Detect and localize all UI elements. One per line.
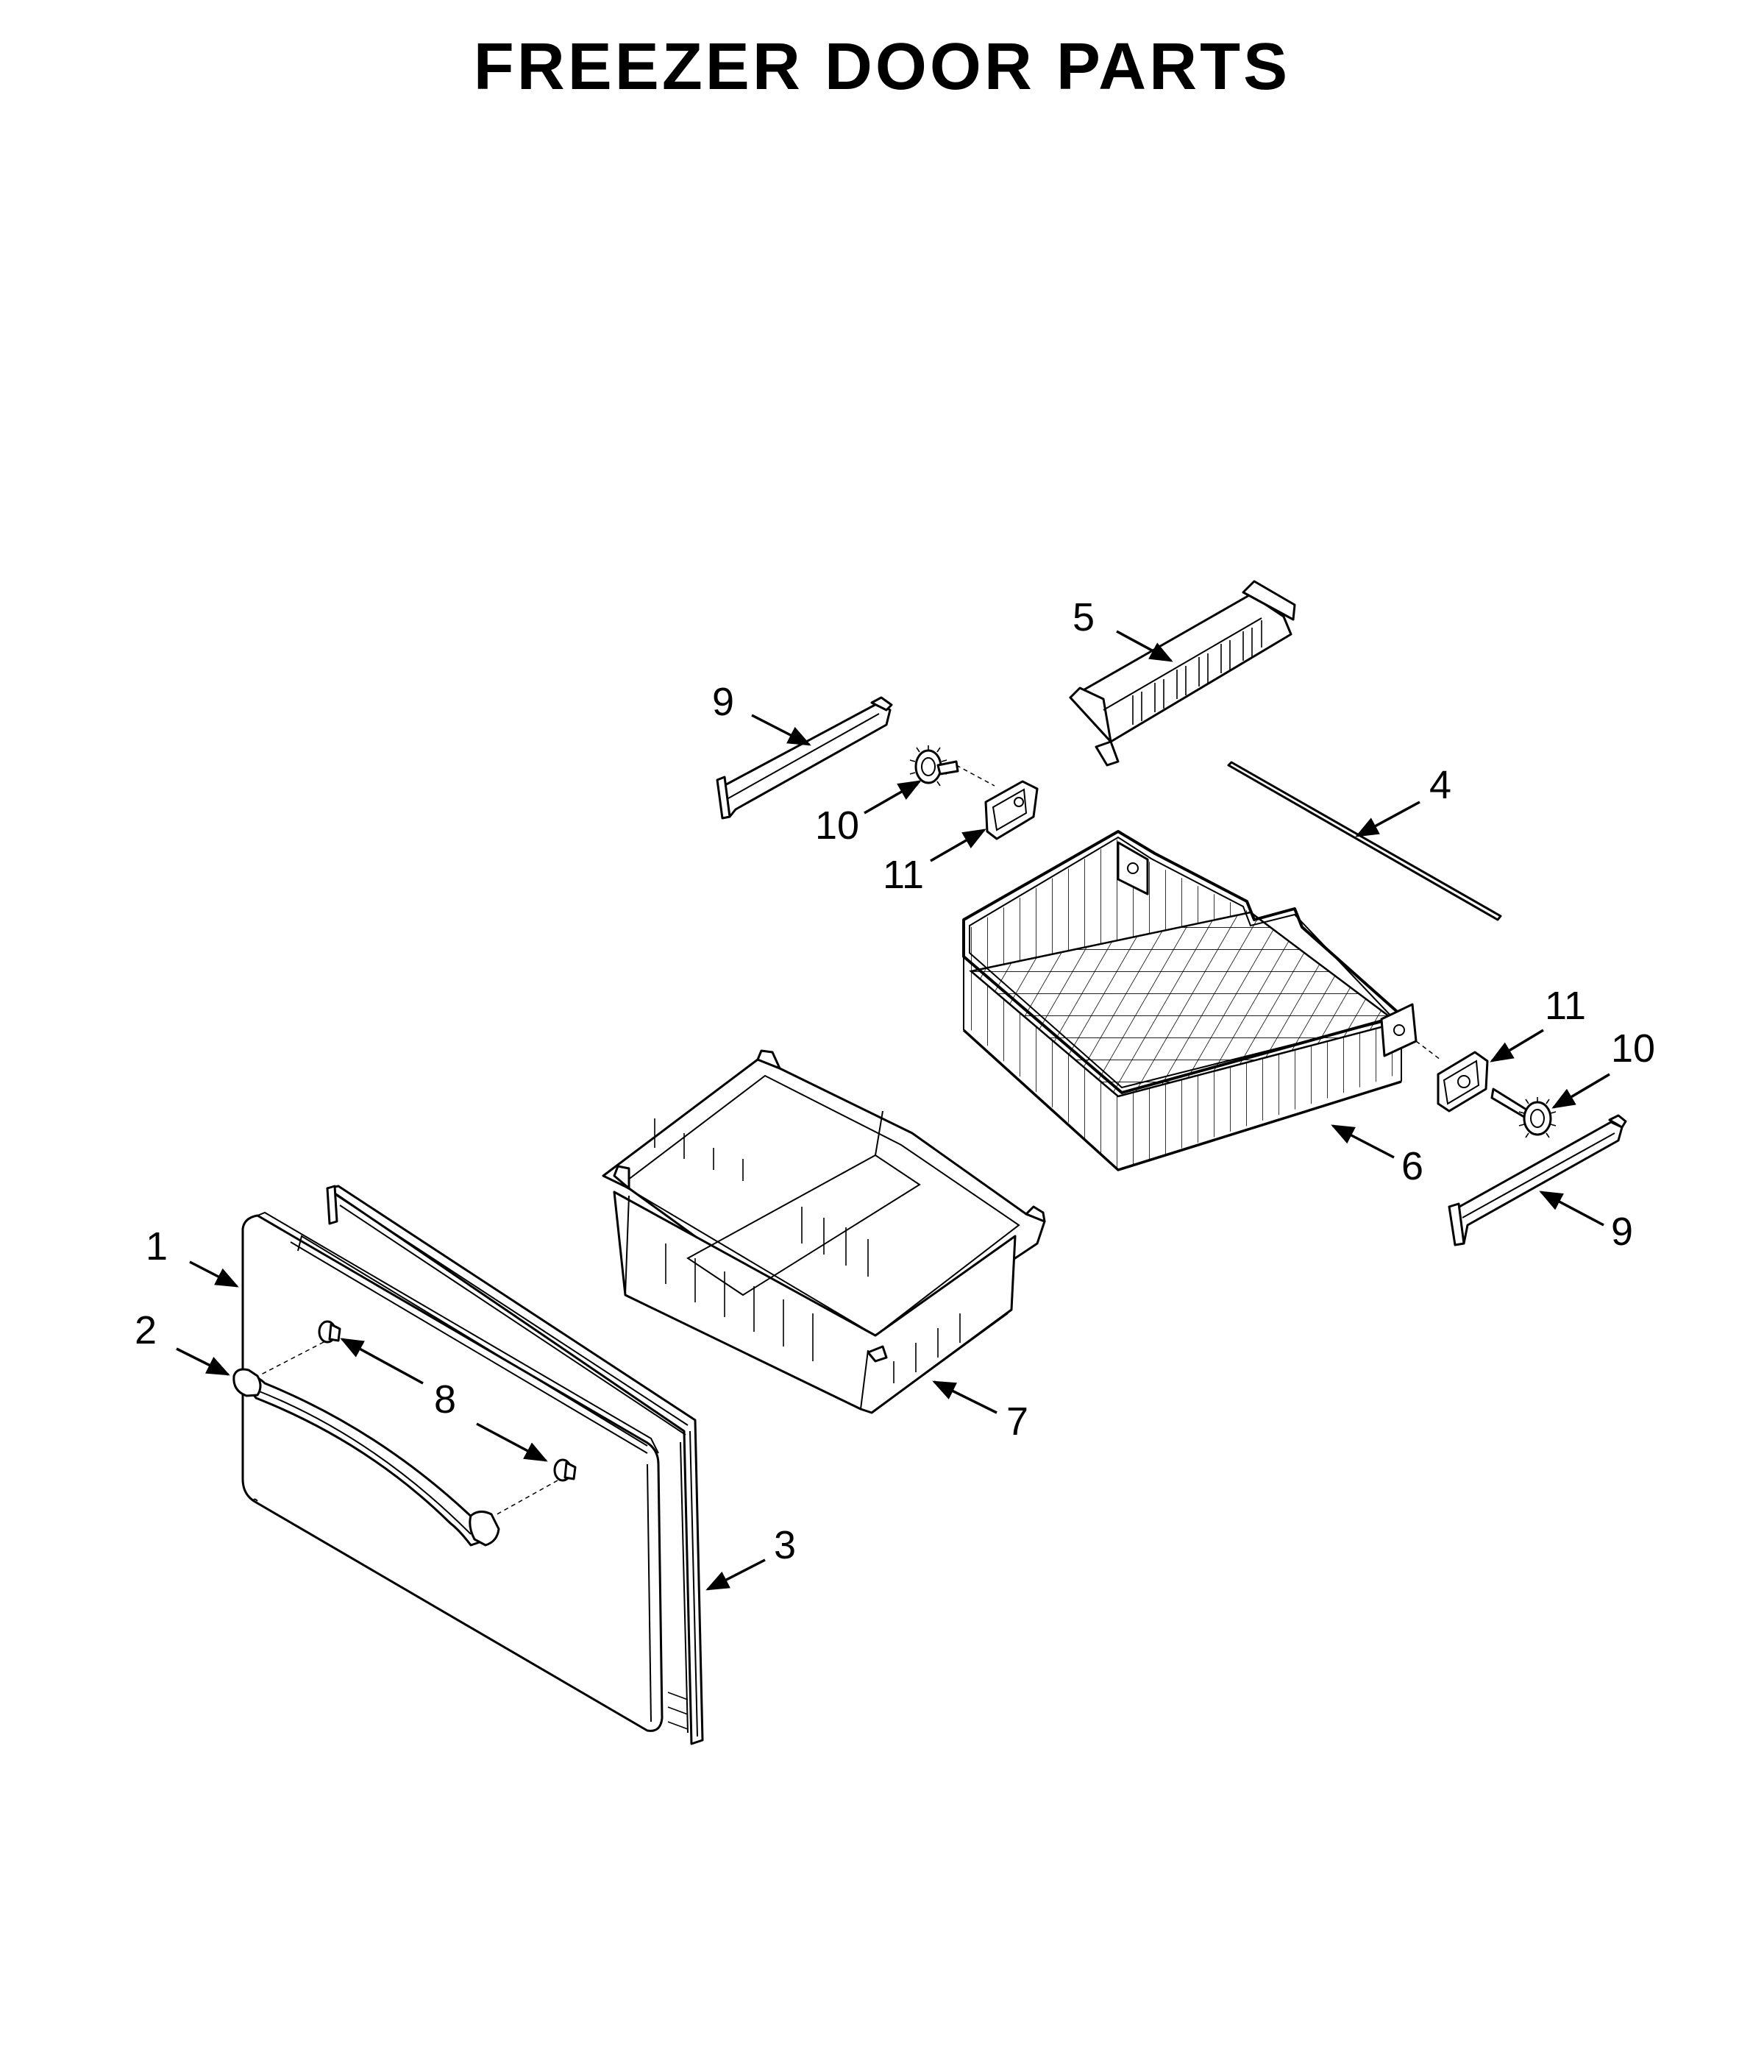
callout-10-upper: 10 (815, 780, 922, 848)
divider (1069, 580, 1296, 767)
bracket-lower (1415, 1040, 1489, 1113)
handle (232, 1368, 500, 1547)
callout-4-label: 4 (1429, 763, 1451, 807)
door-gasket (326, 1185, 704, 1745)
callout-6: 6 (1331, 1124, 1423, 1188)
handle-screw-upper (260, 1320, 341, 1375)
callout-11-upper-label: 11 (883, 853, 924, 897)
callout-10-lower: 10 (1551, 1026, 1655, 1109)
callout-11-upper: 11 (883, 829, 986, 897)
callout-10-upper-label: 10 (815, 803, 859, 848)
callout-1: 1 (146, 1224, 239, 1288)
callout-6-label: 6 (1401, 1144, 1423, 1188)
callout-2-label: 2 (135, 1308, 157, 1352)
callout-7-label: 7 (1006, 1399, 1028, 1444)
door-panel (241, 1211, 664, 1732)
callout-9-upper-label: 9 (712, 680, 734, 724)
callout-8-label: 8 (434, 1377, 456, 1422)
wire-basket (962, 830, 1418, 1171)
callout-11-lower-label: 11 (1545, 984, 1586, 1028)
bracket-upper (984, 780, 1039, 840)
callout-8: 8 (340, 1338, 548, 1462)
callout-4: 4 (1355, 763, 1451, 837)
callout-5: 5 (1073, 595, 1173, 662)
bin (602, 1049, 1046, 1414)
slide-rail-lower (1448, 1114, 1627, 1246)
callout-5-label: 5 (1073, 595, 1095, 639)
callout-3-label: 3 (774, 1523, 796, 1567)
callout-3: 3 (705, 1523, 796, 1591)
gear-upper (909, 745, 995, 787)
handle-screw-lower (494, 1458, 577, 1516)
callout-2: 2 (135, 1308, 230, 1376)
basket-rod (1227, 761, 1502, 921)
callout-9-upper: 9 (712, 680, 811, 746)
callout-1-label: 1 (146, 1224, 168, 1269)
callout-9-lower: 9 (1539, 1191, 1633, 1254)
callout-9-lower-label: 9 (1611, 1210, 1633, 1254)
callout-10-lower-label: 10 (1611, 1026, 1655, 1071)
page-title: FREEZER DOOR PARTS (473, 30, 1291, 104)
gear-lower (1490, 1088, 1557, 1138)
callout-11-lower: 11 (1490, 984, 1586, 1062)
slide-rail-upper (716, 696, 893, 820)
callout-7: 7 (932, 1380, 1028, 1444)
